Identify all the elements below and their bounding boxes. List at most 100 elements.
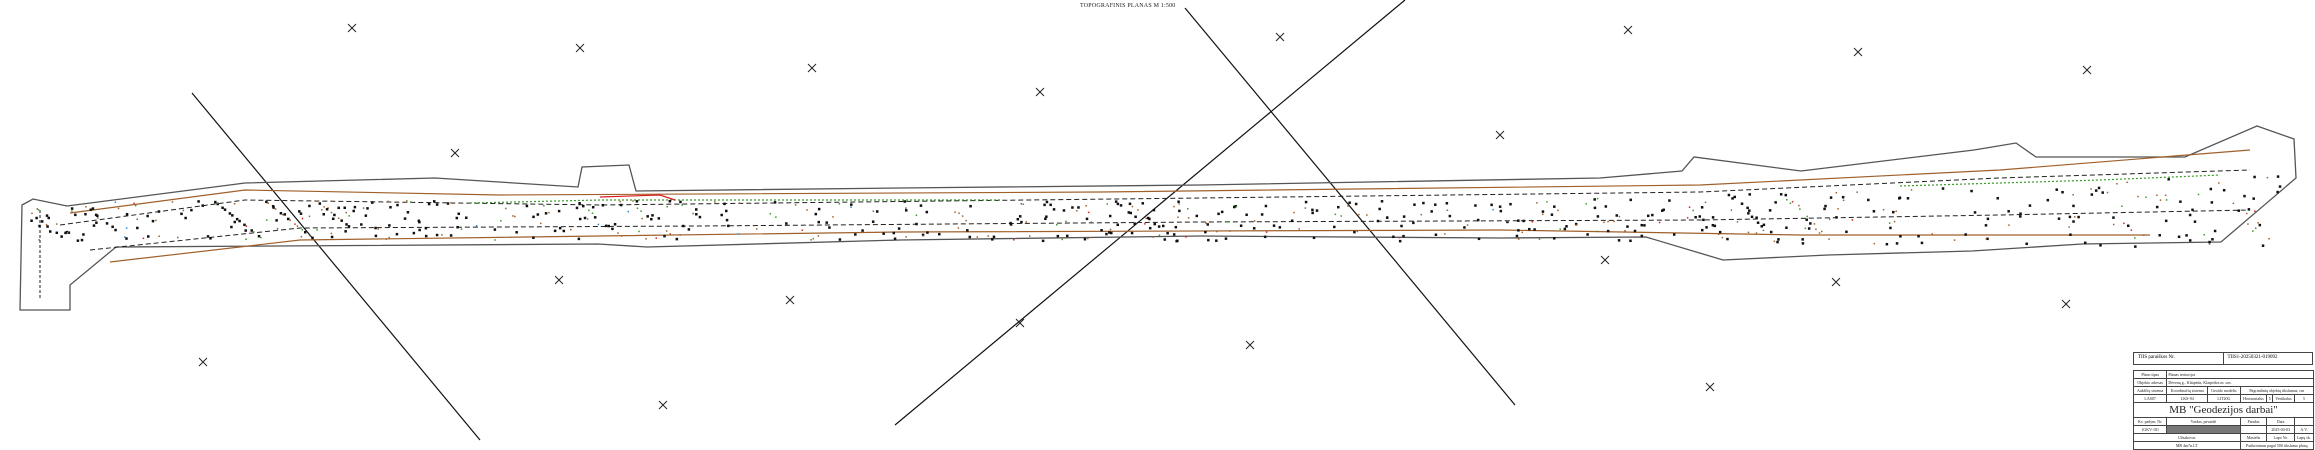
survey-point — [1672, 233, 1676, 236]
survey-point — [1593, 206, 1597, 210]
survey-point — [1727, 193, 1731, 197]
survey-point — [331, 217, 335, 221]
grid-cross-mark — [2082, 65, 2092, 75]
survey-point — [322, 213, 325, 216]
scale-label: Mastelis — [2239, 433, 2268, 442]
survey-point — [1528, 227, 1531, 231]
survey-point — [1747, 212, 1750, 215]
survey-point — [245, 225, 248, 227]
survey-point — [1041, 239, 1045, 243]
survey-point — [2276, 175, 2280, 178]
road-lines — [39, 149, 2251, 300]
survey-point — [111, 225, 114, 229]
survey-point — [345, 223, 348, 226]
survey-point — [66, 231, 69, 234]
survey-point — [1820, 230, 1823, 233]
survey-point — [604, 224, 608, 228]
cross-stroke — [2082, 65, 2092, 75]
survey-point — [364, 214, 368, 217]
survey-point — [1895, 242, 1899, 245]
survey-point — [308, 234, 311, 237]
survey-point — [403, 217, 407, 220]
survey-point — [727, 224, 730, 228]
survey-point — [1867, 198, 1870, 202]
survey-point — [617, 232, 619, 234]
survey-point — [114, 228, 117, 232]
survey-point — [1108, 231, 1111, 234]
survey-point — [1813, 223, 1816, 225]
survey-point — [2158, 234, 2161, 237]
survey-point — [184, 216, 187, 220]
survey-point — [1298, 228, 1300, 230]
survey-point — [456, 225, 459, 229]
survey-point — [775, 216, 777, 218]
survey-point — [344, 230, 347, 233]
survey-point — [1986, 217, 1990, 221]
survey-point — [577, 237, 581, 241]
survey-point — [286, 217, 290, 221]
survey-point — [1688, 206, 1691, 208]
survey-point — [1694, 216, 1697, 219]
grid-cross-mark — [1705, 382, 1715, 392]
survey-point — [316, 200, 318, 202]
survey-point — [362, 207, 365, 209]
survey-point — [1799, 208, 1801, 210]
survey-point — [1640, 234, 1644, 238]
survey-point — [289, 219, 291, 222]
address-value: Dėvenų g., Klaipėda, Klaipėdos m. sav. — [2166, 378, 2314, 387]
survey-point — [2156, 194, 2158, 197]
survey-point — [1596, 215, 1600, 218]
survey-point — [1224, 237, 1228, 240]
survey-point — [2210, 201, 2214, 204]
survey-point — [2209, 187, 2213, 191]
survey-point — [2083, 241, 2087, 245]
survey-point — [125, 237, 128, 240]
survey-point — [1413, 203, 1416, 206]
survey-point — [1009, 221, 1012, 225]
survey-point — [738, 202, 741, 204]
survey-point — [627, 210, 630, 213]
survey-point — [412, 231, 416, 235]
survey-point — [1660, 209, 1664, 212]
survey-point — [47, 216, 50, 220]
date-label: Data — [2266, 417, 2295, 426]
survey-point — [1392, 235, 1395, 239]
survey-point — [640, 210, 642, 212]
survey-point — [1077, 206, 1080, 209]
survey-point — [1798, 204, 1800, 207]
survey-point — [1061, 238, 1063, 241]
survey-point — [769, 212, 772, 215]
survey-point — [1398, 236, 1401, 239]
survey-point — [1953, 239, 1956, 241]
survey-point — [385, 238, 388, 240]
survey-point — [308, 215, 311, 218]
survey-point — [37, 209, 40, 211]
survey-point — [1133, 222, 1136, 225]
survey-point — [1444, 233, 1446, 235]
survey-point — [435, 203, 439, 206]
survey-point — [197, 200, 200, 203]
survey-point — [925, 210, 929, 214]
survey-point — [190, 208, 193, 212]
cross-stroke — [1831, 277, 1841, 287]
survey-point — [1624, 230, 1626, 232]
survey-point — [938, 232, 941, 236]
survey-point — [85, 206, 87, 208]
survey-point — [1823, 207, 1826, 211]
survey-point — [2025, 242, 2028, 246]
survey-point — [897, 227, 901, 230]
survey-point — [1076, 210, 1078, 212]
survey-point — [1380, 200, 1384, 203]
survey-point — [1698, 215, 1702, 218]
cross-stroke — [807, 63, 817, 73]
survey-point — [417, 219, 421, 223]
survey-point — [2191, 208, 2194, 212]
survey-point — [854, 233, 857, 236]
survey-point — [457, 212, 460, 216]
survey-point — [1402, 215, 1406, 218]
survey-point — [1025, 221, 1028, 223]
survey-point — [155, 219, 157, 222]
survey-point — [1617, 239, 1621, 242]
survey-point — [435, 233, 439, 237]
survey-point — [216, 202, 219, 206]
